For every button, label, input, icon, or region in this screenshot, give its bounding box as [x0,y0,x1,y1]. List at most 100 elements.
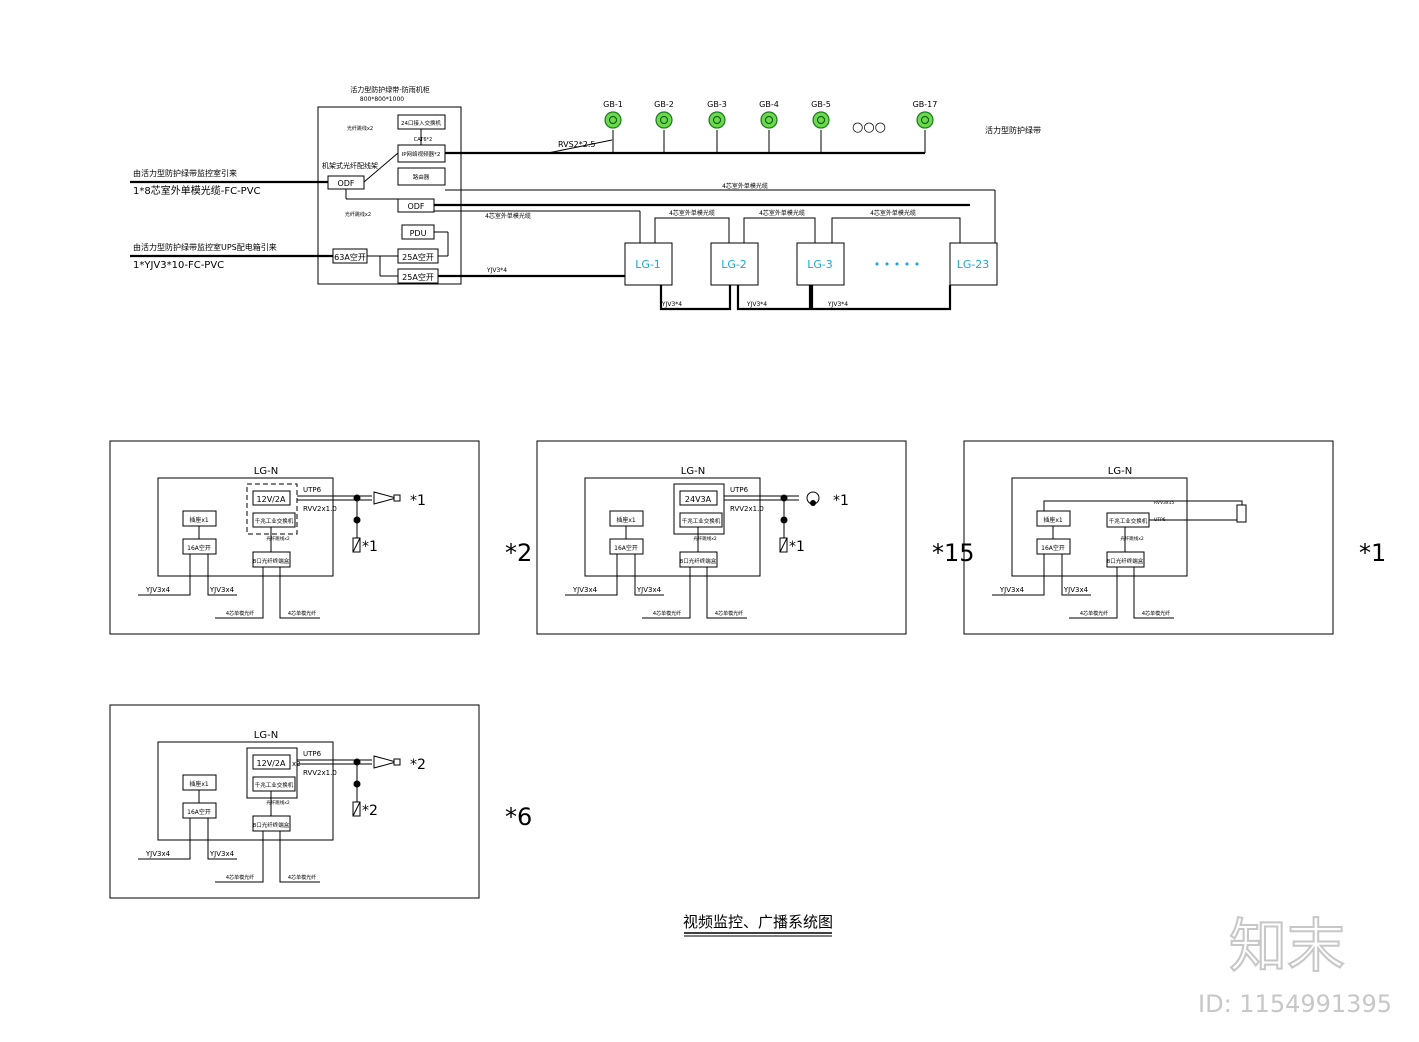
breaker25a-label: 25A空开 [402,252,434,262]
panel-name: LG-N [254,730,278,741]
lg-dots: • • • • • [874,258,920,271]
fiber-jumper-label: 光纤跳线x2 [266,535,290,542]
industrial-switch-label: 千兆工业交换机 [1109,517,1148,525]
panel-name: LG-N [254,466,278,477]
speaker-cone [817,116,825,124]
panel-frame [109,704,480,899]
lg-box-3 [796,242,845,286]
fiber-terminal-label: 8口光纤终端盒 [1107,557,1144,565]
pdu-label: PDU [410,229,427,238]
junction-dot [353,758,361,766]
socket-label: 插座x1 [189,516,209,524]
odf-label-2: ODF [407,202,424,211]
breaker-label: 16A空开 [187,808,211,816]
power-supply-box [252,754,291,770]
pole-multiplier: *1 [362,539,378,555]
speaker-cone [765,116,773,124]
socket-label: 插座x1 [1043,516,1063,524]
speaker-icon [760,111,778,129]
fiber-b-label: 4芯室外单模光缆 [669,209,715,217]
fiber-terminal-label: 8口光纤终端盒 [253,557,290,565]
industrial-switch-box [252,776,296,792]
fiber-out-label-1: 4芯单模光纤 [226,874,254,881]
lg-cabinet-outline [1011,477,1188,577]
watermark-id: ID: 1154991395 [1198,990,1392,1018]
fiber-top-label: 4芯室外单模光缆 [722,182,768,190]
detail-panel: LG-N24V3A千兆工业交换机光纤跳线x2插座x116A空开8口光纤终端盒YJ… [536,440,975,635]
speaker-cone [713,116,721,124]
speaker-gb: GB-1 [603,100,623,129]
utp-label: UTP6 [303,750,322,758]
lg-cabinet-outline [157,477,334,577]
broadcast-dots: ○○○ [852,120,886,135]
router-box [397,167,446,186]
speaker-cone [921,116,929,124]
plug-label-2: 光纤跳线x2 [345,211,371,218]
fiber-out-label-2: 4芯单模光纤 [715,610,743,617]
industrial-switch-box [679,512,723,528]
fiber-out-label-1: 4芯单模光纤 [653,610,681,617]
power-2-label: YJV3*4 [746,301,767,308]
camera-multiplier: *1 [410,493,426,509]
yjv-label-2: YJV3x4 [636,586,662,594]
watermark-logo: 知末 [1229,912,1345,980]
industrial-switch-box [252,512,296,528]
pole-multiplier: *2 [362,803,378,819]
fiber-jumper-label: 光纤跳线x2 [693,535,717,542]
speaker-gb: GB-2 [654,100,674,129]
lg-label-2: LG-2 [721,258,747,271]
column-speaker-icon [1236,504,1247,523]
fiber-c-label: 4芯室外单模光缆 [759,209,805,217]
fiber-out-label-2: 4芯单模光纤 [288,610,316,617]
industrial-switch-label: 千兆工业交换机 [255,517,294,525]
fiber-cable-label: 1*8芯室外单模光缆-FC-PVC [133,184,261,197]
yjv-label-2: YJV3x4 [209,850,235,858]
rvv-label: RVV2x1.0 [730,505,764,513]
breaker-label: 16A空开 [614,544,638,552]
panel-frame [963,440,1334,635]
cat6-label: CAT6*2 [414,137,432,143]
speaker-label: GB-2 [654,100,674,109]
speaker-icon [916,111,934,129]
yjv-label-1: YJV3x4 [145,586,171,594]
speaker-icon [708,111,726,129]
breaker63-label: 63A空开 [334,252,366,262]
socket-label: 插座x1 [189,780,209,788]
lg-label-23: LG-23 [957,258,990,271]
fiber-jumper-label: 光纤跳线x2 [1120,535,1144,542]
speaker-label: GB-4 [759,100,779,109]
speaker-icon [812,111,830,129]
camera-multiplier: *1 [833,493,849,509]
junction-dot [353,516,361,524]
power-supply-label: 12V/2A [257,759,286,768]
socket-label: 插座x1 [616,516,636,524]
speaker-icon [655,111,673,129]
panel-multiplier: *6 [505,803,532,831]
odf-frame-label: 机架式光纤配线架 [322,161,378,170]
panel-multiplier: *1 [1359,539,1386,567]
power-supply-label: 12V/2A [257,495,286,504]
odf-label-1: ODF [337,179,354,188]
fiber-jumper-label: 光纤跳线x2 [266,799,290,806]
device-group [673,483,725,535]
fiber-out-label-1: 4芯单模光纤 [226,610,254,617]
supply-multiplier: x2 [292,760,301,768]
speaker-cone [609,116,617,124]
fiber-terminal-label: 8口光纤终端盒 [253,821,290,829]
gun-camera-icon [373,491,398,505]
rvv-label: RVV2x1.0 [303,505,337,513]
lg-label-3: LG-3 [807,258,833,271]
panel-multiplier: *15 [932,539,975,567]
fiber-a-label: 4芯室外单模光缆 [485,212,531,220]
speaker-icon [604,111,622,129]
lg-cabinet-outline [157,741,334,841]
yjv-label-2: YJV3x4 [1063,586,1089,594]
router-label: 路由器 [413,173,430,181]
yjv-label-1: YJV3x4 [999,586,1025,594]
power-1-label: YJV3*4 [661,301,682,308]
ip-convert-label: IP网络视频器*2 [402,150,441,158]
device-group [246,747,298,799]
panel-multiplier: *2 [505,539,532,567]
speaker-label: GB-1 [603,100,623,109]
